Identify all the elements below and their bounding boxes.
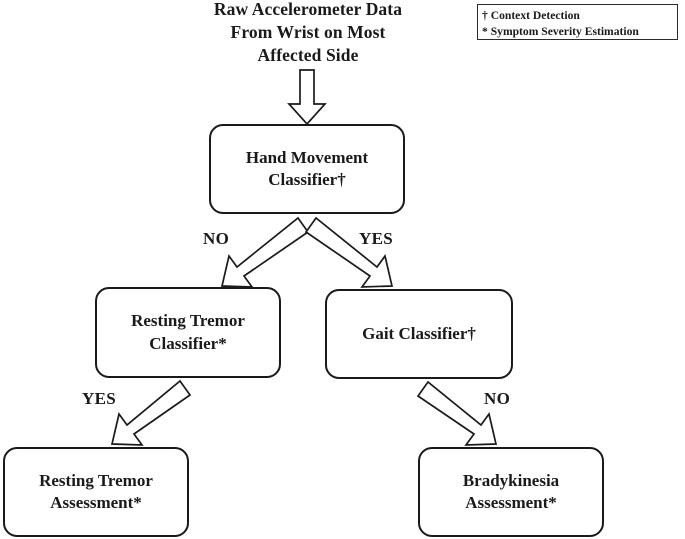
edge-label-gait-to-bradykinesia: NO [484,389,511,408]
legend-line-symptom-severity: * Symptom Severity Estimation [482,24,639,38]
node-resting-tremor-classifier-line-2: Classifier* [149,333,227,353]
node-bradykinesia-assessment-line-2: Assessment* [465,493,557,512]
node-resting-tremor-classifier-label: Resting Tremor Classifier* [125,310,251,354]
node-resting-tremor-classifier[interactable]: Resting Tremor Classifier* [95,287,281,378]
arrow-gait-to-bradykinesia [416,380,498,446]
node-gait-classifier-line-1: Gait Classifier† [362,323,476,343]
edge-label-hand-to-tremor: NO [203,229,230,248]
node-gait-classifier[interactable]: Gait Classifier† [325,289,513,379]
legend-box: † Context Detection * Symptom Severity E… [477,4,678,40]
title-line-3: Affected Side [257,45,359,66]
node-hand-movement-classifier-label: Hand Movement Classifier† [240,147,374,191]
edge-label-hand-to-gait: YES [359,229,393,248]
node-hand-movement-classifier-line-2: Classifier† [268,170,346,189]
node-resting-tremor-assessment-line-2: Assessment* [50,493,142,512]
page-title: Raw Accelerometer Data From Wrist on Mos… [160,0,456,67]
node-resting-tremor-assessment[interactable]: Resting Tremor Assessment* [3,447,189,537]
node-bradykinesia-assessment-label: Bradykinesia Assessment* [457,470,565,514]
node-hand-movement-classifier[interactable]: Hand Movement Classifier† [209,124,405,214]
edge-label-tremor-to-assessment: YES [82,389,116,408]
title-line-1: Raw Accelerometer Data [213,0,403,19]
node-hand-movement-classifier-line-1: Hand Movement [245,147,369,167]
arrow-title-to-hand-movement [287,69,327,126]
node-resting-tremor-assessment-label: Resting Tremor Assessment* [33,470,159,514]
arrow-hand-movement-to-resting-tremor [220,216,310,288]
node-resting-tremor-classifier-line-1: Resting Tremor [131,311,245,331]
legend-line-context-detection: † Context Detection [482,9,580,22]
title-line-2: From Wrist on Most [230,22,386,43]
arrow-hand-movement-to-gait [304,216,394,288]
node-gait-classifier-label: Gait Classifier† [356,323,482,345]
node-resting-tremor-assessment-line-1: Resting Tremor [39,470,153,490]
node-bradykinesia-assessment-line-1: Bradykinesia [462,470,560,490]
node-bradykinesia-assessment[interactable]: Bradykinesia Assessment* [418,447,604,537]
arrow-resting-tremor-to-assessment [110,379,192,446]
